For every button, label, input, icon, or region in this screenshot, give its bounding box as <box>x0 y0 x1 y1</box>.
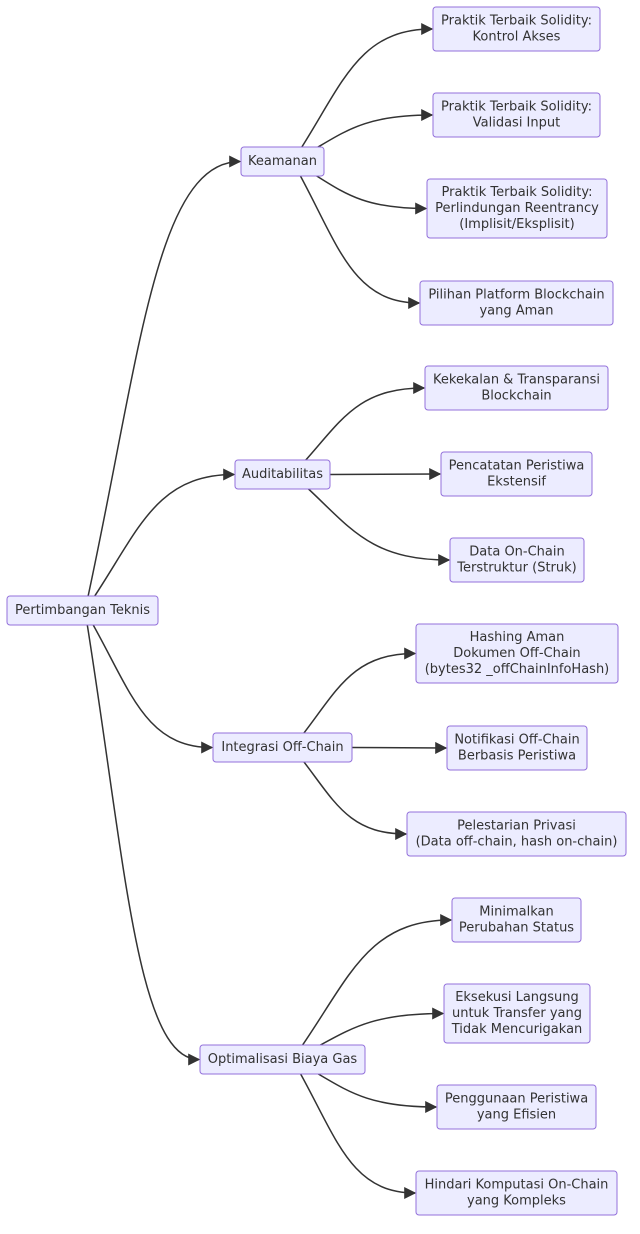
node-pencatatan-label: Pencatatan Peristiwa <box>449 459 585 474</box>
edge-root-auditabilitas <box>84 468 236 611</box>
node-reentrancy-label: Perlindungan Reentrancy <box>435 201 599 216</box>
node-privasi-box <box>406 811 627 857</box>
edge-integrasi-hashing <box>291 647 417 748</box>
node-notifikasi-box <box>446 725 588 771</box>
node-reentrancy-label: Praktik Terbaik Solidity: <box>442 185 593 200</box>
node-pencatatan-box <box>440 451 593 497</box>
node-privasi-label: (Data off-chain, hash on-chain) <box>416 835 618 850</box>
edge-integrasi-notifikasi <box>351 741 448 754</box>
node-minimalkan-box <box>451 897 582 943</box>
node-data-onchain-box <box>449 537 585 583</box>
node-integrasi-box <box>212 732 353 763</box>
node-kekekalan-label: Blockchain <box>481 389 551 404</box>
node-kontrol-akses-box <box>432 6 601 52</box>
node-root-label: Pertimbangan Teknis <box>15 603 150 618</box>
node-privasi-label: Pelestarian Privasi <box>457 819 576 834</box>
node-integrasi: Integrasi Off-Chain <box>212 732 353 763</box>
node-minimalkan-label: Perubahan Status <box>459 921 574 936</box>
node-data-onchain-label: Terstruktur (Struk) <box>456 561 576 576</box>
node-platform-box <box>419 280 614 326</box>
node-hashing-box <box>415 623 619 684</box>
node-gas: Optimalisasi Biaya Gas <box>199 1044 366 1075</box>
node-validasi-input-label: Praktik Terbaik Solidity: <box>441 100 592 115</box>
node-hindari-label: yang Kompleks <box>467 1194 566 1209</box>
node-notifikasi-label: Berbasis Peristiwa <box>458 749 576 764</box>
edge-root-keamanan <box>84 155 242 611</box>
node-validasi-input: Praktik Terbaik Solidity:Validasi Input <box>432 92 601 138</box>
node-validasi-input-label: Validasi Input <box>473 116 560 131</box>
node-gas-label: Optimalisasi Biaya Gas <box>208 1052 358 1067</box>
node-auditabilitas-box <box>234 459 331 490</box>
node-hindari-box <box>415 1170 618 1216</box>
edge-integrasi-privasi <box>291 747 408 840</box>
node-pencatatan-label: Ekstensif <box>487 475 546 490</box>
edge-gas-hindari <box>291 1059 417 1199</box>
node-auditabilitas: Auditabilitas <box>234 459 331 490</box>
node-eksekusi-box <box>443 983 591 1044</box>
node-data-onchain-label: Data On-Chain <box>469 545 564 560</box>
node-minimalkan-label: Minimalkan <box>479 905 553 920</box>
node-platform-label: yang Aman <box>479 304 553 319</box>
node-root-box <box>6 595 159 626</box>
node-hashing-label: Hashing Aman <box>470 630 565 645</box>
node-penggunaan-box <box>436 1084 597 1130</box>
node-platform-label: Pilihan Platform Blockchain <box>428 288 604 303</box>
edge-gas-minimalkan <box>291 914 453 1060</box>
node-eksekusi-label: untuk Transfer yang <box>452 1006 582 1021</box>
node-kontrol-akses-label: Kontrol Akses <box>473 30 561 45</box>
node-eksekusi-label: Tidak Mencurigakan <box>451 1022 583 1037</box>
node-kekekalan-box <box>424 365 609 411</box>
node-keamanan: Keamanan <box>240 146 325 177</box>
node-integrasi-label: Integrasi Off-Chain <box>221 740 343 755</box>
node-kekekalan-label: Kekekalan & Transparansi <box>433 373 600 388</box>
edge-auditabilitas-data-onchain <box>292 473 451 566</box>
node-root: Pertimbangan Teknis <box>6 595 159 626</box>
node-keamanan-box <box>240 146 325 177</box>
edge-root-integrasi <box>84 610 214 754</box>
node-auditabilitas-label: Auditabilitas <box>242 467 323 482</box>
node-hashing-label: Dokumen Off-Chain <box>453 646 580 661</box>
node-hindari-label: Hindari Komputasi On-Chain <box>425 1178 609 1193</box>
edge-auditabilitas-kekekalan <box>291 382 426 476</box>
edge-auditabilitas-pencatatan <box>329 468 442 481</box>
node-reentrancy-box <box>426 178 608 239</box>
node-privasi: Pelestarian Privasi(Data off-chain, hash… <box>406 811 627 857</box>
node-penggunaan-label: Penggunaan Peristiwa <box>445 1092 588 1107</box>
node-gas-box <box>199 1044 366 1075</box>
edge-keamanan-platform <box>291 161 421 309</box>
edge-keamanan-kontrol-akses <box>291 23 434 162</box>
node-kontrol-akses: Praktik Terbaik Solidity:Kontrol Akses <box>432 6 601 52</box>
node-validasi-input-box <box>432 92 601 138</box>
node-hashing-label: (bytes32 _offChainInfoHash) <box>425 662 610 677</box>
node-eksekusi-label: Eksekusi Langsung <box>455 990 579 1005</box>
node-kontrol-akses-label: Praktik Terbaik Solidity: <box>441 14 592 29</box>
node-reentrancy-label: (Implisit/Eksplisit) <box>459 217 574 232</box>
node-notifikasi-label: Notifikasi Off-Chain <box>454 733 579 748</box>
node-penggunaan-label: yang Efisien <box>477 1108 556 1123</box>
node-reentrancy: Praktik Terbaik Solidity:Perlindungan Re… <box>426 178 608 239</box>
edge-root-gas <box>84 610 201 1066</box>
node-keamanan-label: Keamanan <box>248 154 317 169</box>
